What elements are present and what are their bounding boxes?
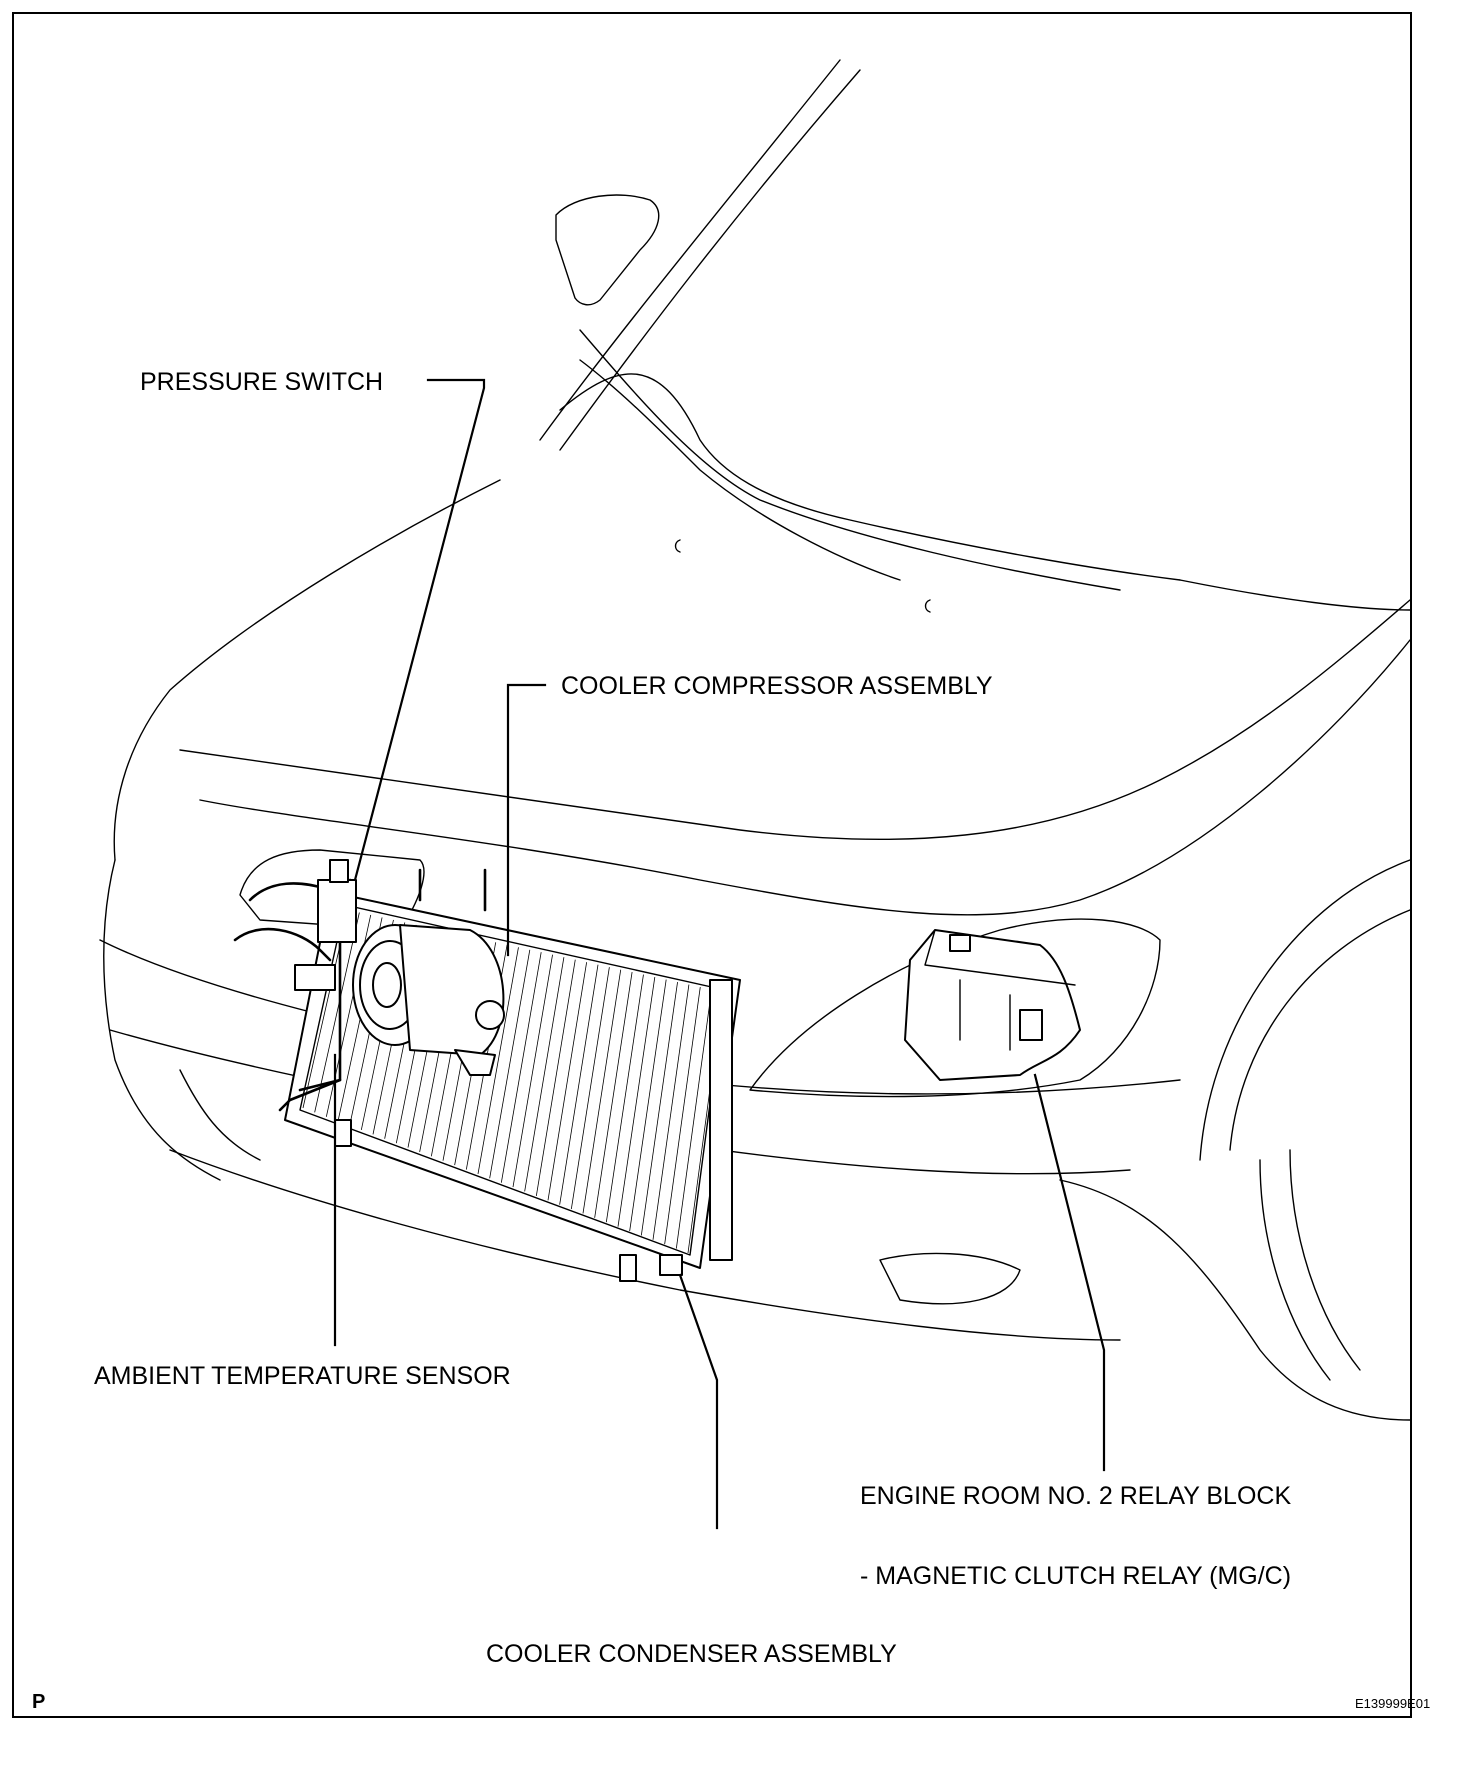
figure-code: E139999E01 (1355, 1696, 1431, 1711)
cooler-condenser-part (284, 891, 741, 1282)
hood-front-line (199, 639, 1411, 916)
a-pillar-line (539, 59, 841, 441)
a-pillar-inner-line (559, 69, 861, 451)
condenser-fin-line (535, 959, 576, 1196)
cooler-compressor-part (352, 868, 505, 1076)
condenser-fin-line (489, 949, 531, 1179)
refrigerant-pipes (233, 859, 357, 1112)
label-ambient-temperature-sensor: AMBIENT TEMPERATURE SENSOR (94, 1362, 511, 1390)
leader-cooler-condenser (678, 1273, 719, 1530)
condenser-fin-line (314, 912, 360, 1113)
hood-mark-1 (674, 539, 681, 553)
condenser-fin-line (605, 974, 644, 1223)
hood-top-edge (559, 373, 1181, 581)
fender-line-right (1179, 579, 1411, 611)
label-magnetic-clutch-relay: - MAGNETIC CLUTCH RELAY (MG/C) (860, 1562, 1292, 1590)
condenser-fin-line (640, 982, 678, 1236)
condenser-fin-line (570, 967, 610, 1210)
diagram-frame (12, 12, 1412, 1718)
condenser-fin-line (582, 969, 622, 1214)
condenser-fin-line (594, 972, 633, 1218)
bumper-bottom (169, 1149, 1121, 1341)
leader-pressure-switch (353, 378, 486, 882)
grille-lower-line (179, 1069, 261, 1161)
condenser-fin-line (664, 986, 701, 1245)
hood-mark-2 (924, 599, 931, 613)
label-cooler-compressor: COOLER COMPRESSOR ASSEMBLY (561, 672, 993, 700)
condenser-fin-line (512, 954, 553, 1188)
condenser-fin-line (524, 957, 565, 1192)
label-cooler-condenser: COOLER CONDENSER ASSEMBLY (486, 1640, 897, 1668)
label-pressure-switch: PRESSURE SWITCH (140, 368, 384, 396)
hood-crease (179, 599, 1411, 841)
condenser-fin-line (500, 952, 542, 1183)
right-headlamp (749, 918, 1161, 1098)
side-mirror (555, 194, 660, 306)
condenser-fin-line (629, 979, 667, 1232)
hood-rear-line (579, 359, 901, 581)
corner-mark: P (32, 1691, 46, 1713)
condenser-fin-line (675, 989, 713, 1249)
hood-side-left (113, 479, 501, 861)
engine-room-relay-block-part (904, 929, 1081, 1081)
leader-relay-block (1033, 1073, 1106, 1472)
cowl-line (579, 329, 1121, 591)
leader-cooler-compressor (506, 683, 547, 957)
condenser-fin-line (652, 984, 690, 1240)
condenser-fin-line (547, 962, 588, 1201)
fog-lamp-right (879, 1252, 1021, 1305)
tire-left-edge (1259, 1159, 1331, 1381)
bumper-left-edge (103, 859, 221, 1181)
label-engine-room-relay-block: ENGINE ROOM NO. 2 RELAY BLOCK (860, 1482, 1292, 1510)
wheel-arch-outer (1199, 859, 1411, 1161)
condenser-fin-line (477, 947, 519, 1174)
condenser-fin-line (559, 964, 599, 1205)
front-lower-body (1059, 1179, 1411, 1421)
tire-inner-edge (1289, 1149, 1361, 1371)
wheel-arch-inner (1229, 909, 1411, 1151)
condenser-fin-line (617, 977, 656, 1227)
